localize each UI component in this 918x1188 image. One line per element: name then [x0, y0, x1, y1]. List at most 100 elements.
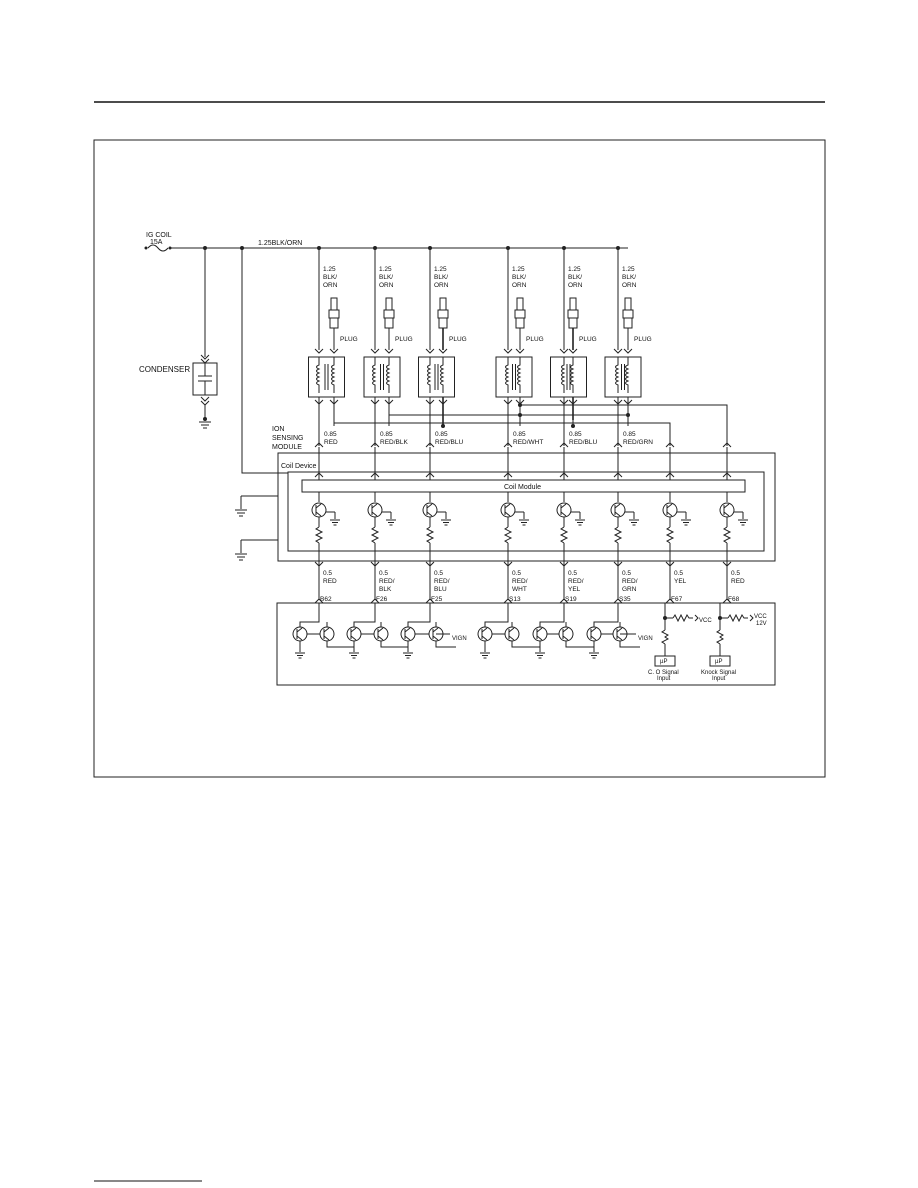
coil-device-label: Coil Device [281, 463, 317, 470]
coil-primary-connector [559, 348, 569, 354]
spark-plug-body [516, 297, 524, 311]
sense-routing-wire [520, 404, 728, 446]
ecm-channel-wire [539, 603, 565, 627]
spark-plug-body [439, 297, 447, 311]
ig-coil-label: IG COIL [146, 232, 172, 239]
plug-columns: 1.25BLK/ORNPLUG0.85RED1.25BLK/ORNPLUG0.8… [308, 246, 732, 480]
plug-label: PLUG [579, 336, 597, 343]
ecm-pin-label: S19 [565, 596, 577, 603]
coil-primary-connector [613, 348, 623, 354]
coil-device-supply-wire [241, 248, 288, 474]
coil-module-entry-connector [370, 472, 380, 478]
ignition-coil-box [363, 356, 401, 398]
ecm-pin-label: F67 [671, 596, 683, 603]
coil-output-color-label: RED/BLU [435, 439, 463, 446]
coil-device-inner-box [287, 471, 765, 552]
condenser-label: CONDENSER [139, 365, 190, 374]
coil-primary-connector [425, 348, 435, 354]
spark-plug-hex [437, 309, 449, 319]
ignition-coil-box [495, 356, 533, 398]
coil-output-color-label: RED/WHT [513, 439, 543, 446]
ecm-box [276, 602, 776, 686]
pullup-resistor-icon [672, 613, 693, 623]
transistor-symbol [666, 503, 673, 517]
coil-output-size-label: 0.85 [380, 431, 393, 438]
sense-module-entry-connector [665, 472, 675, 478]
ecm-wire-size-label: 0.5 [323, 570, 332, 577]
knock-microprocessor-label: µP [715, 659, 722, 665]
spark-plug-body [569, 297, 577, 311]
coil-device-ground2-icon [235, 553, 247, 561]
spark-plug-hex [514, 309, 526, 319]
channel-output-connector [665, 561, 675, 567]
sense-connector-top [665, 442, 675, 448]
co-microprocessor-label: µP [660, 659, 667, 665]
ecm-transistor-symbol [536, 627, 543, 641]
signal-resistor-icon [716, 629, 724, 645]
ecm-channel-wire [407, 603, 431, 627]
coil-output-color-label: RED/BLU [569, 439, 597, 446]
diagram-frame [93, 139, 826, 778]
supply-junction [616, 246, 620, 250]
coil-device-ground1-icon [235, 509, 247, 517]
ecm-transistor-symbol [481, 627, 488, 641]
ecm-entry-connector [314, 598, 324, 604]
supply-junction [562, 246, 566, 250]
spark-plug-insulator [568, 317, 578, 329]
plug-label: PLUG [634, 336, 652, 343]
ecm-entry-connector [722, 598, 732, 604]
ecm-wire-color-label: RED [323, 578, 337, 585]
coil-secondary-connector [384, 348, 394, 354]
ecm-entry-connector [425, 598, 435, 604]
plug-wire-color-label-2: ORN [434, 282, 449, 289]
ecm-pin-label: F68 [728, 596, 740, 603]
plug-wire-color-label: BLK/ [568, 274, 582, 281]
ion-module-label-line1: ION [272, 426, 284, 433]
ecm-wire-size-label: 0.5 [731, 570, 740, 577]
ecm-wire-size-label: 0.5 [568, 570, 577, 577]
transistor-ground-icon [681, 519, 691, 526]
supply-junction [373, 246, 377, 250]
transistor-ground-icon [386, 519, 396, 526]
ecm-bus-wire [619, 641, 640, 648]
transistor-symbol [426, 503, 433, 517]
ignition-coil-box [308, 356, 345, 398]
ecm-transistor-symbol [296, 627, 303, 641]
routing-junction [571, 424, 575, 428]
ecm-wire-color-label: RED [731, 578, 745, 585]
channel-output-connector [314, 561, 324, 567]
coil-output-size-label: 0.85 [513, 431, 526, 438]
spark-plug-insulator [515, 317, 525, 329]
ion-module-label-line2: SENSING [272, 435, 304, 442]
coil-primary-winding-icon [561, 357, 566, 393]
resistor-icon [613, 526, 623, 544]
spark-plug-hex [328, 309, 340, 319]
coil-output-size-label: 0.85 [435, 431, 448, 438]
co-signal-label-line2: Input [657, 676, 671, 682]
ecm-transistor-symbol [590, 627, 597, 641]
coil-secondary-winding-icon [625, 357, 630, 393]
coil-primary-connector [370, 348, 380, 354]
sense-connector-top [722, 442, 732, 448]
ecm-wire-color-label: RED/ [512, 578, 528, 585]
plug-wire-color-label: BLK/ [434, 274, 448, 281]
ecm-bus-wire [565, 641, 586, 648]
ecm-ground-icon [295, 652, 305, 659]
sense-module-entry-connector [722, 472, 732, 478]
spark-plug-insulator [623, 317, 633, 329]
transistor-symbol [560, 503, 567, 517]
ecm-wire-color-label-2: WHT [512, 586, 527, 593]
coil-primary-winding-icon [615, 357, 620, 393]
sense-routing-wire [520, 397, 629, 416]
coil-secondary-connector [623, 348, 633, 354]
plug-wire-color-label-2: ORN [568, 282, 583, 289]
spark-plug-insulator [438, 317, 448, 329]
coil-output-connector-top [425, 442, 435, 448]
coil-output-size-label: 0.85 [324, 431, 337, 438]
fuse-terminal-right [168, 246, 172, 250]
ecm-wire-color-label: RED/ [434, 578, 450, 585]
plug-wire-color-label-2: ORN [323, 282, 338, 289]
ecm-wire-size-label: 0.5 [674, 570, 683, 577]
channel-output-connector [425, 561, 435, 567]
